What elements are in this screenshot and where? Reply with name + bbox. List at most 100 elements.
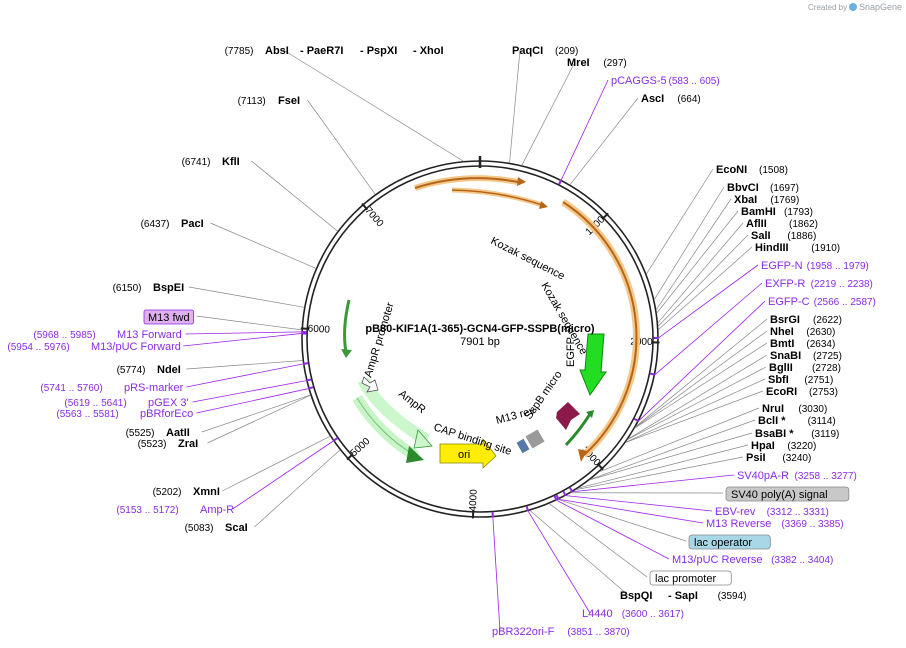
site-label[interactable]: AscI(664) [641, 93, 701, 105]
left-green-arrow-head [341, 349, 352, 358]
leader-line [210, 222, 317, 269]
site-label[interactable]: SV40pA-R(3258 .. 3277) [737, 470, 857, 482]
site-label[interactable]: M13/pUC Reverse(3382 .. 3404) [672, 554, 833, 566]
enzyme-name: BspEI [153, 282, 184, 294]
site-label[interactable]: SV40 poly(A) signal [725, 486, 850, 502]
site-label[interactable]: PsiI(3240) [746, 452, 811, 464]
site-label[interactable]: BsrGI(2622) [770, 314, 842, 326]
ori-arrow [439, 437, 497, 469]
site-position: (3220) [787, 441, 816, 452]
site-label[interactable]: ZraI(5523) [138, 438, 199, 450]
feature-arc-top2 [451, 189, 543, 206]
leader-line [654, 282, 763, 375]
primer-name: EBV-rev [715, 506, 756, 518]
enzyme-name: MreI [567, 57, 590, 69]
site-label[interactable]: M13 Forward(5968 .. 5985) [33, 329, 181, 341]
site-label[interactable]: KflI(6741) [182, 156, 240, 168]
site-position: (3114) [808, 416, 836, 427]
site-label[interactable]: HindIII(1910) [755, 242, 840, 254]
primer-name: L4440 [582, 608, 613, 620]
leader-line [196, 315, 302, 331]
site-label[interactable]: FseI(7113) [238, 95, 300, 107]
site-label[interactable]: M13/pUC Forward(5954 .. 5976) [7, 341, 180, 353]
site-label[interactable]: AbsI(7785) [225, 45, 289, 57]
site-label[interactable]: MreI(297) [567, 57, 627, 69]
ring-tick-label: 6000 [307, 323, 330, 335]
site-label[interactable]: lac promoter [649, 570, 732, 586]
feature-box [143, 309, 194, 325]
primer-mark [558, 179, 563, 185]
site-label[interactable]: BbvCI(1697) [727, 182, 799, 194]
site-label[interactable]: BmtI(2634) [770, 338, 835, 350]
site-label[interactable]: - SapI(3594) [668, 590, 747, 602]
site-label[interactable]: pBRforEco(5563 .. 5581) [56, 408, 193, 420]
site-label[interactable]: BglII(2728) [769, 362, 841, 374]
leader-line [196, 388, 309, 414]
ori-label: ori [458, 449, 470, 461]
leader-line [577, 444, 749, 489]
left-green-arrow [343, 299, 351, 353]
site-label[interactable]: EBV-rev(3312 .. 3331) [715, 506, 829, 518]
site-label[interactable]: lac operator [688, 534, 771, 550]
site-label[interactable]: HpaI(3220) [751, 440, 816, 452]
site-label[interactable]: BspEI(6150) [113, 282, 185, 294]
site-position: (2753) [809, 387, 838, 398]
site-label[interactable]: SalI(1886) [751, 230, 816, 242]
feature-arc-top-head [517, 177, 526, 186]
leader-line [653, 186, 725, 301]
site-label[interactable]: BclI *(3114) [758, 415, 836, 427]
kozak-label-2: Kozak sequence [538, 281, 589, 357]
leader-line [657, 234, 749, 327]
site-label[interactable]: M13 Reverse(3369 .. 3385) [706, 518, 844, 530]
site-label[interactable]: SnaBI(2725) [770, 350, 842, 362]
site-label[interactable]: pGEX 3'(5619 .. 5641) [64, 397, 188, 409]
site-label[interactable]: L4440(3600 .. 3617) [582, 608, 684, 620]
site-position: (5153 .. 5172) [116, 505, 178, 516]
site-position: (2566 .. 2587) [814, 297, 876, 308]
leader-line [548, 503, 648, 578]
site-label[interactable]: XmnI(5202) [153, 486, 220, 498]
site-label[interactable]: - XhoI [413, 45, 444, 57]
site-position: (6437) [141, 219, 170, 230]
site-label[interactable]: NdeI(5774) [117, 364, 181, 376]
site-position: (5523) [138, 439, 167, 450]
ring-tick-label: 5000 [348, 436, 372, 459]
site-label[interactable]: BamHI(1793) [741, 206, 813, 218]
site-label[interactable]: - PaeR7I [300, 45, 343, 57]
site-label[interactable]: pCAGGS-5(583 .. 605) [611, 75, 720, 87]
enzyme-name: NruI [762, 403, 784, 415]
site-label[interactable]: Amp-R(5153 .. 5172) [116, 504, 234, 516]
site-label[interactable]: AatII(5525) [126, 427, 190, 439]
site-label[interactable]: EGFP-N(1958 .. 1979) [761, 260, 869, 272]
credit-prefix: Created by [808, 3, 847, 12]
site-label[interactable]: EcoRI(2753) [766, 386, 838, 398]
site-label[interactable]: - PspXI [360, 45, 397, 57]
site-label[interactable]: BsaBI *(3119) [755, 428, 839, 440]
site-position: (2622) [813, 315, 842, 326]
site-label[interactable]: EXFP-R(2219 .. 2238) [765, 278, 873, 290]
site-position: (3851 .. 3870) [567, 627, 629, 638]
site-label[interactable]: PacI(6437) [141, 218, 204, 230]
site-position: (1508) [759, 165, 788, 176]
site-position: (7785) [225, 46, 254, 57]
site-label[interactable]: PaqCI(209) [512, 45, 578, 57]
ring-tick-label: 4000 [468, 489, 480, 512]
site-label[interactable]: pBR322ori-F (3851 .. 3870) [492, 626, 630, 638]
site-label[interactable]: AflII(1862) [746, 218, 818, 230]
feature-box [688, 534, 771, 550]
site-label[interactable]: M13 fwd [143, 309, 194, 325]
site-label[interactable]: BspQI [620, 590, 652, 602]
site-label[interactable]: EcoNI(1508) [716, 164, 788, 176]
enzyme-name: BsaBI * [755, 428, 794, 440]
plasmid-length: 7901 bp [460, 336, 500, 348]
primer-name: M13 Forward [117, 329, 182, 341]
site-label[interactable]: EGFP-C(2566 .. 2587) [768, 296, 876, 308]
enzyme-name: BglII [769, 362, 793, 374]
site-label[interactable]: ScaI(5083) [185, 522, 248, 534]
site-label[interactable]: XbaI(1769) [734, 194, 799, 206]
site-label[interactable]: NheI(2630) [770, 326, 835, 338]
site-label[interactable]: SbfI(2751) [768, 374, 833, 386]
site-label[interactable]: NruI(3030) [762, 403, 827, 415]
site-label[interactable]: pRS-marker(5741 .. 5760) [40, 382, 183, 394]
primer-name: pBR322ori-F [492, 626, 555, 638]
